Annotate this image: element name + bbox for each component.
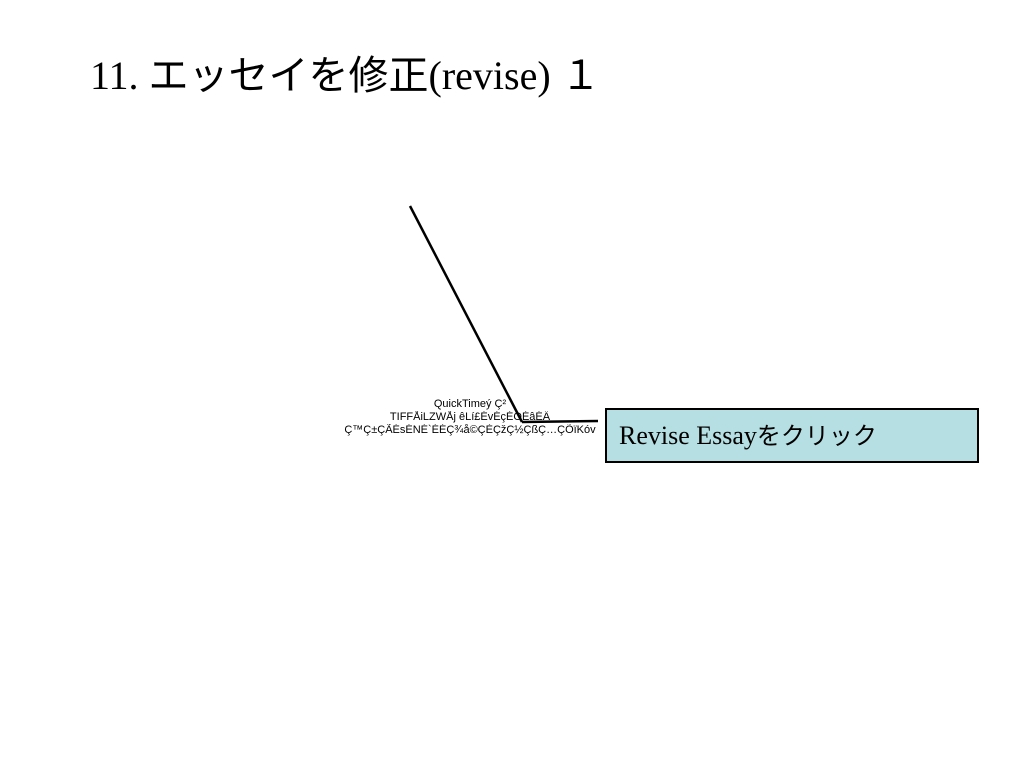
callout-text-jp: をクリック: [756, 422, 877, 450]
title-suffix: １: [560, 53, 601, 99]
placeholder-line-3: Ç™Ç±ÇÃÉsÉNÉ`ÉÉÇ¾å©ÇÈÇžÇ½ÇßÇ…ÇÕïKóv: [344, 424, 596, 436]
slide-title: 11. エッセイを修正(revise) １: [90, 52, 601, 100]
image-placeholder: QuickTimeý Ç² TIFFÅiLZWÅj êLí£ÉvÉçÉOÉâÉÄ…: [300, 398, 640, 437]
placeholder-line-2: TIFFÅiLZWÅj êLí£ÉvÉçÉOÉâÉÄ: [389, 411, 551, 423]
callout-box: Revise Essayをクリック: [605, 408, 979, 463]
placeholder-line-1: QuickTimeý Ç²: [433, 398, 507, 410]
title-english: (revise): [428, 53, 551, 98]
title-japanese: エッセイを修正: [148, 53, 429, 99]
title-number: 11.: [90, 53, 139, 98]
callout-text-en: Revise Essay: [619, 421, 757, 450]
